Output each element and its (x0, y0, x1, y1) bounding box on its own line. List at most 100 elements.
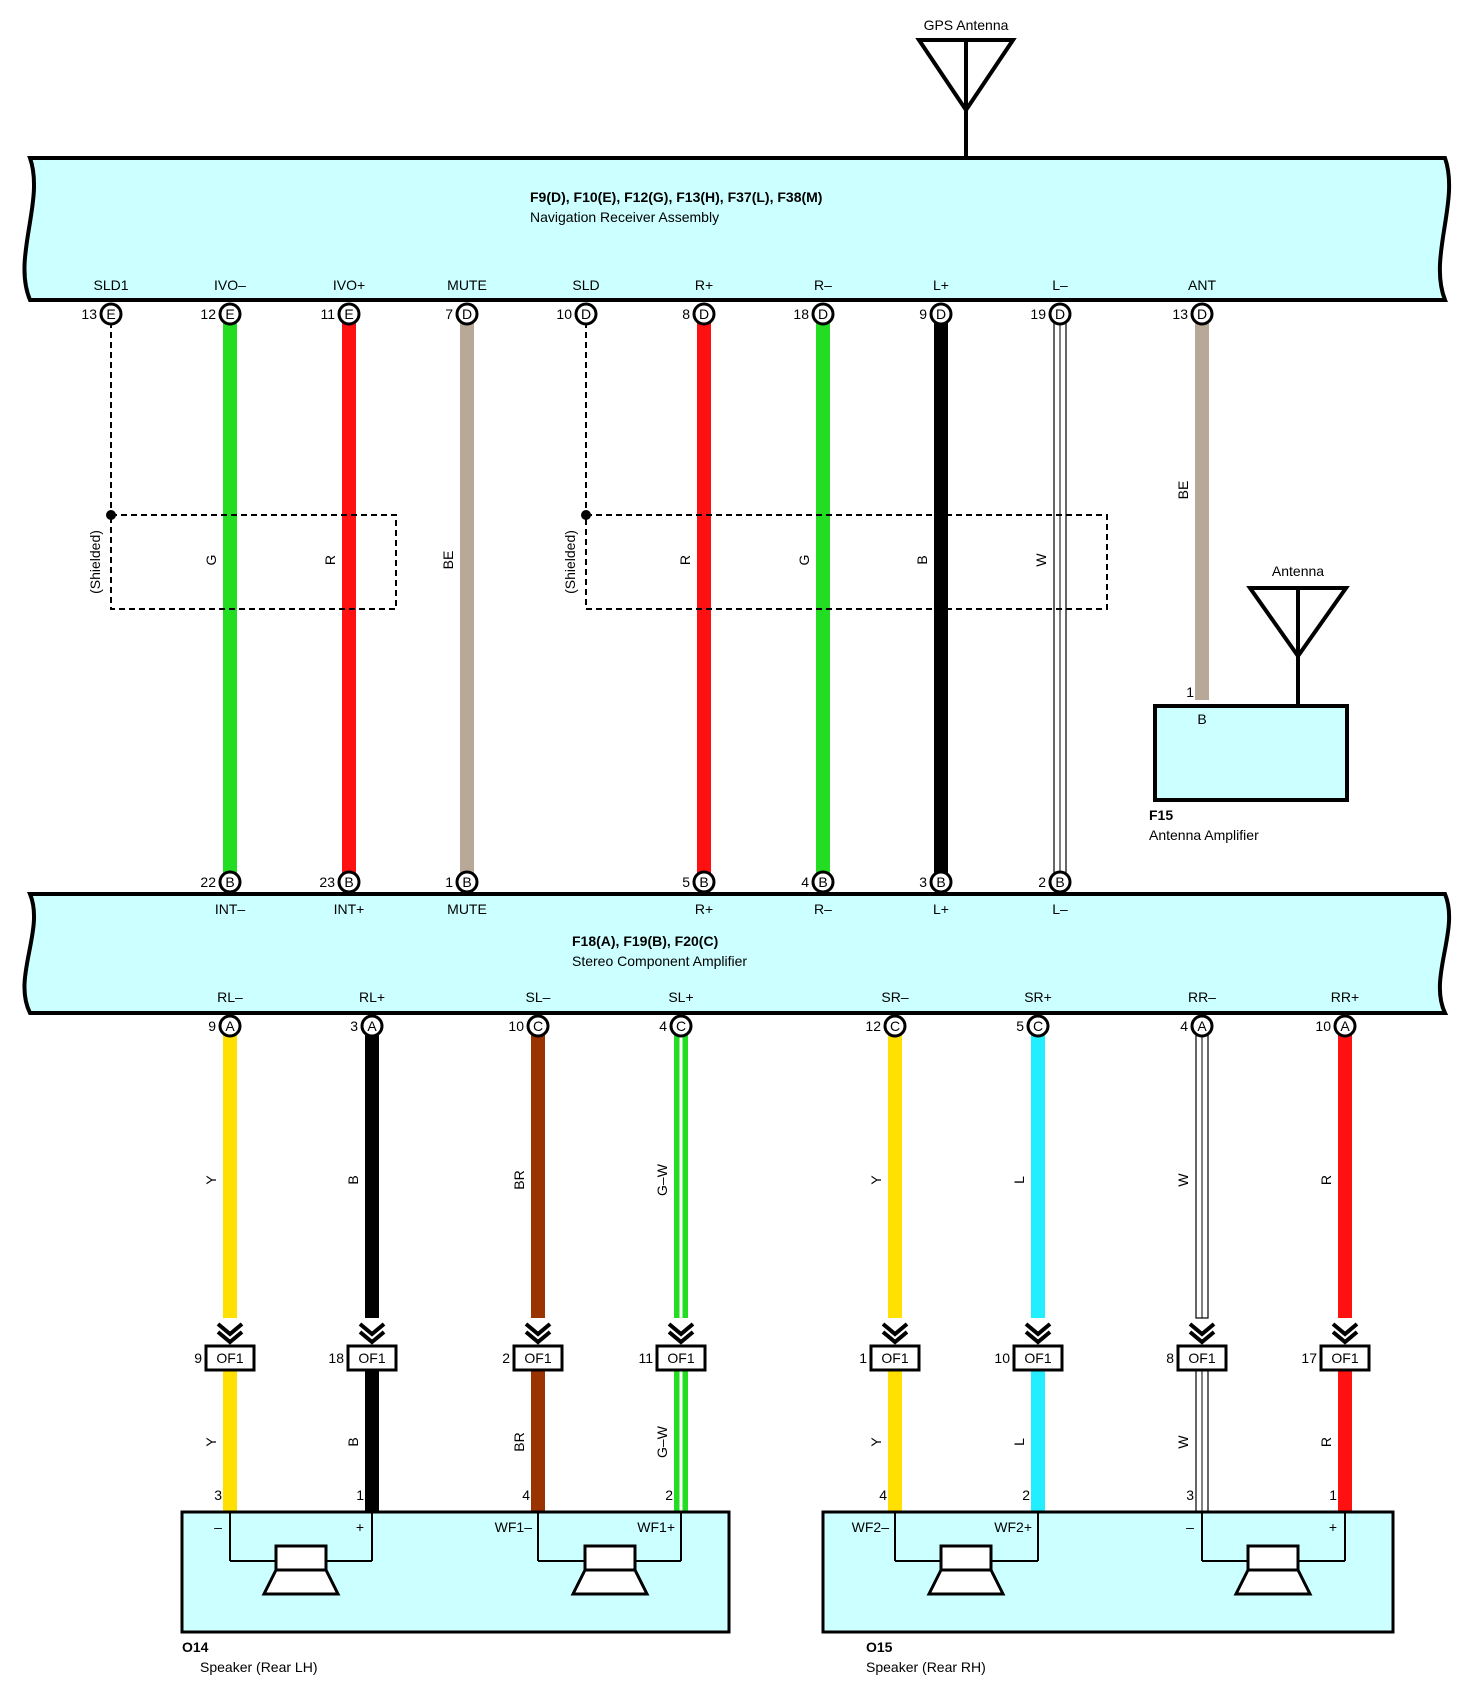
amp-output-terminal-3: C (669, 1014, 693, 1038)
amp-input-terminal-5-letter: B (936, 874, 945, 890)
junction-pin-7: 17 (1301, 1350, 1317, 1366)
wire-upper-rminus-body (816, 312, 830, 880)
junction-arrow-0-a (216, 1322, 244, 1337)
o15-minus: – (1186, 1519, 1194, 1535)
nav-terminal-label-8: L– (1052, 277, 1068, 293)
amplifier-connectors: F18(A), F19(B), F20(C) (572, 933, 718, 949)
nav-terminal-pin-0: 13 (81, 306, 97, 322)
amp-input-terminal-0-letter: B (225, 874, 234, 890)
junction-pin-0: 9 (194, 1350, 202, 1366)
amp-input-terminal-4-ring (811, 870, 835, 894)
junction-label-0: OF1 (216, 1350, 243, 1366)
wire-lower-code-bot-4: Y (868, 1437, 884, 1447)
wire-lower-code-top-1: B (345, 1175, 361, 1184)
wire-upper-lplus (934, 312, 948, 880)
junction-pin-6: 8 (1166, 1350, 1174, 1366)
amp-input-terminal-2-letter: B (462, 874, 471, 890)
junction-of1-5: OF1 (1012, 1344, 1064, 1372)
nav-terminal-2: E (337, 302, 361, 326)
junction-arrow-3 (667, 1322, 695, 1345)
nav-terminal-label-5: R+ (695, 277, 713, 293)
wire-upper-lminus (1053, 311, 1067, 881)
nav-terminal-7: D (929, 302, 953, 326)
amp-input-terminal-3-letter: B (699, 874, 708, 890)
wire-lower-1-body (365, 1028, 379, 1318)
junction-arrow-6-b (1188, 1330, 1216, 1345)
amp-input-terminal-4: B (811, 870, 835, 894)
amp-output-terminal-3-ring (669, 1014, 693, 1038)
amp-input-terminal-2: B (455, 870, 479, 894)
nav-terminal-2-letter: E (344, 306, 353, 322)
junction-arrow-0 (216, 1322, 244, 1345)
wire-lower-7-seg2-body (1338, 1370, 1352, 1512)
amp-output-terminal-3-letter: C (676, 1018, 686, 1034)
o14-wf-minus: WF1– (495, 1519, 533, 1535)
wire-upper-code-5: B (914, 555, 930, 564)
nav-terminal-8-letter: D (1055, 306, 1065, 322)
nav-receiver-box (22, 156, 1452, 302)
amp-input-terminal-6: B (1048, 870, 1072, 894)
wire-lower-2-body (531, 1028, 545, 1318)
wire-upper-code-2: BE (440, 551, 456, 570)
wire-lower-1-seg2 (365, 1370, 379, 1512)
amp-input-label-6: L– (1052, 901, 1068, 917)
amp-input-label-0: INT– (215, 901, 246, 917)
nav-terminal-pin-6: 18 (793, 306, 809, 322)
amp-input-terminal-2-ring (455, 870, 479, 894)
amp-input-pin-6: 2 (1038, 874, 1046, 890)
wire-upper-ivoplus (342, 312, 356, 880)
speaker-box-1 (821, 1510, 1395, 1634)
junction-arrow-1-b (358, 1330, 386, 1345)
speaker-box-0 (180, 1510, 731, 1634)
speaker-icon-o15-1-cone (926, 1568, 1006, 1596)
junction-arrow-5-b (1024, 1330, 1052, 1345)
junction-arrow-2-a (524, 1322, 552, 1337)
junction-arrow-3-b (667, 1330, 695, 1345)
o15-wf-minus: WF2– (852, 1519, 890, 1535)
amp-input-terminal-0-ring (218, 870, 242, 894)
junction-pin-4: 1 (859, 1350, 867, 1366)
junction-pin-3: 11 (638, 1350, 653, 1366)
antenna-amp-pin: 1 (1186, 684, 1194, 700)
wire-lower-code-bot-7: R (1318, 1437, 1334, 1447)
wire-lower-0-body (223, 1028, 237, 1318)
wire-lower-2-seg2 (531, 1370, 545, 1512)
nav-receiver-name: Navigation Receiver Assembly (530, 209, 719, 225)
junction-arrow-2-b (524, 1330, 552, 1345)
amp-output-terminal-0: A (218, 1014, 242, 1038)
nav-terminal-pin-8: 19 (1030, 306, 1046, 322)
junction-box-2 (512, 1344, 564, 1372)
nav-terminal-label-2: IVO+ (333, 277, 365, 293)
nav-terminal-9: D (1190, 302, 1214, 326)
nav-terminal-pin-9: 13 (1172, 306, 1188, 322)
wire-lower-0-seg2-body (223, 1370, 237, 1512)
wire-lower-0-seg2 (223, 1370, 237, 1512)
wire-upper-rplus-body (697, 312, 711, 880)
speaker-icon-o14-2-cone (570, 1568, 650, 1596)
nav-terminal-0-ring (99, 302, 123, 326)
junction-pin-2: 2 (502, 1350, 510, 1366)
wire-upper-code-3: R (677, 555, 693, 565)
amp-output-pin-3: 4 (659, 1018, 667, 1034)
amp-output-label-4: SR– (881, 989, 908, 1005)
junction-arrow-4-a (881, 1322, 909, 1337)
amp-input-label-2: MUTE (447, 901, 487, 917)
wire-lower-3-gw-seg2 (674, 1370, 688, 1512)
antenna-amp-box (1153, 704, 1349, 802)
nav-terminal-label-0: SLD1 (93, 277, 128, 293)
nav-terminal-8: D (1048, 302, 1072, 326)
amp-output-terminal-0-ring (218, 1014, 242, 1038)
wire-lower-code-top-6: W (1175, 1173, 1191, 1187)
amp-output-pin-2: 10 (508, 1018, 524, 1034)
nav-terminal-4: D (574, 302, 598, 326)
wire-lower-0 (223, 1028, 237, 1318)
o14-id: O14 (182, 1639, 209, 1655)
antenna-label: Antenna (1272, 563, 1324, 579)
speaker-icon-o15-2 (1233, 1544, 1313, 1596)
o15-wf-plus: WF2+ (994, 1519, 1032, 1535)
amp-output-terminal-4: C (883, 1014, 907, 1038)
wire-lower-6-seg2 (1195, 1369, 1209, 1513)
shield-node-2 (581, 510, 591, 520)
wire-lower-code-bot-3: G–W (654, 1425, 670, 1458)
nav-terminal-7-ring (929, 302, 953, 326)
